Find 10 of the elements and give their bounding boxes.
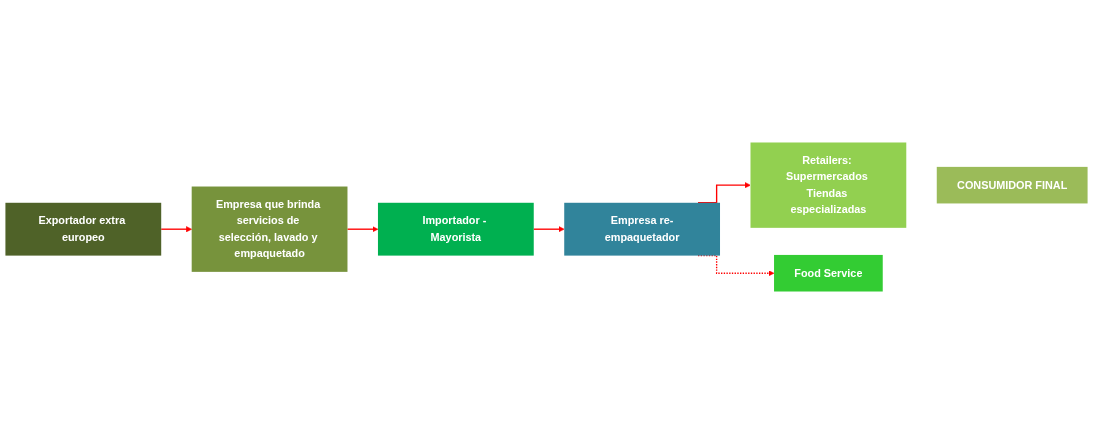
node-box: Exportador extra europeo (5, 202, 162, 256)
node-box: Importador - Mayorista (377, 202, 534, 256)
arrow (160, 226, 192, 233)
node-box: CONSUMIDOR FINAL (936, 166, 1088, 204)
node-box: Empresa re-empaquetador (564, 202, 720, 256)
node-box: Empresa que brinda servicios de selección, lavado y empaquetado (191, 186, 348, 272)
node-box: Retailers: Supermercados Tiendas especializadas (750, 142, 907, 228)
node-box: Food Service (774, 254, 883, 292)
arrow (533, 226, 565, 233)
arrow (346, 226, 379, 233)
